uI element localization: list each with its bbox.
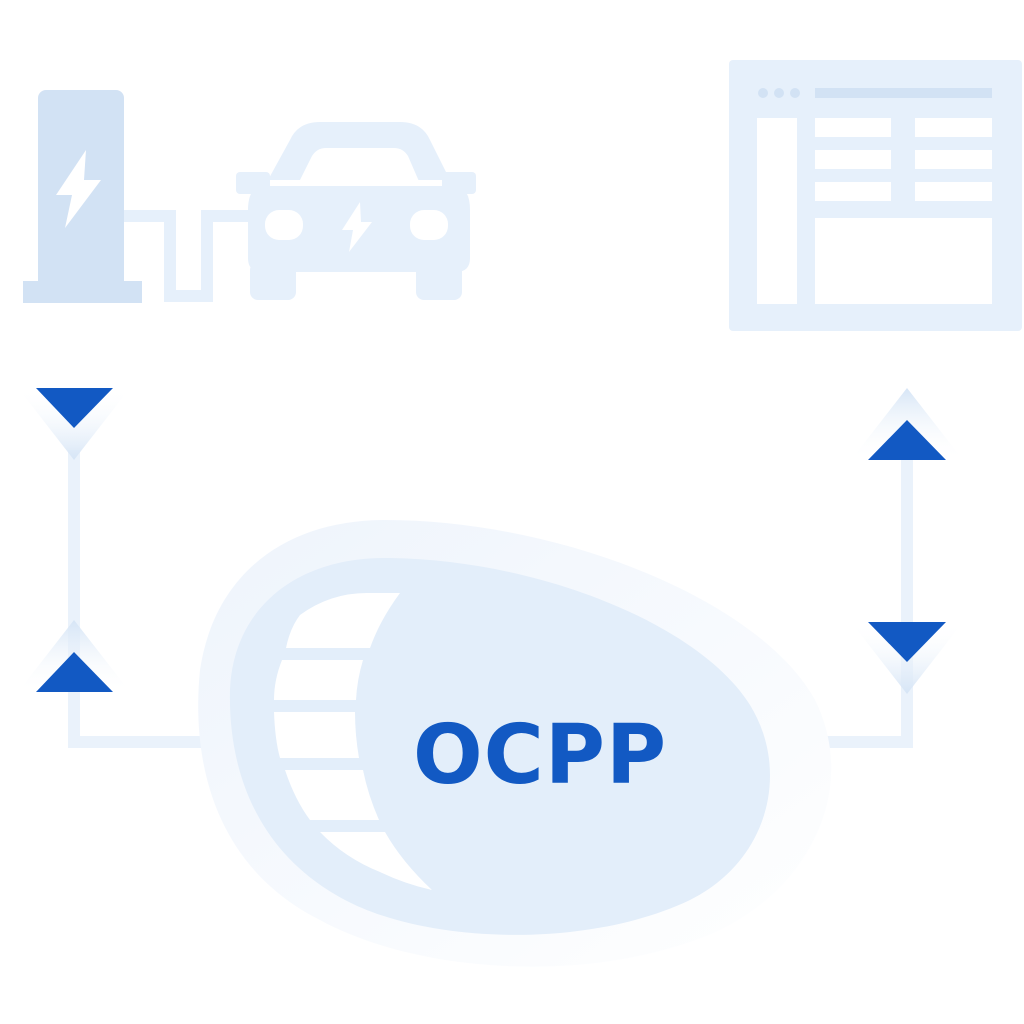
- right-arrow-down-icon: [851, 622, 963, 694]
- electric-car-icon: [236, 122, 476, 300]
- dashboard-sidebar: [757, 118, 797, 304]
- charging-cable: [124, 210, 255, 302]
- car-windshield: [297, 148, 421, 186]
- ocpp-logo: OCPP: [198, 520, 832, 967]
- car-bolt-icon: [342, 202, 372, 252]
- globe-segment: [285, 770, 379, 820]
- dashboard-address-bar: [815, 88, 992, 98]
- window-dot: [758, 88, 768, 98]
- dashboard-main-panel: [815, 218, 992, 304]
- window-dot: [774, 88, 784, 98]
- arrow-up-icon: [868, 420, 946, 460]
- globe-segment: [274, 660, 363, 700]
- car-mirror-right: [442, 172, 476, 194]
- dashboard-cell: [915, 150, 992, 169]
- right-arrow-up-icon: [851, 388, 963, 460]
- charging-station-icon: [23, 90, 142, 303]
- dashboard-cell: [815, 182, 891, 201]
- globe-segment: [274, 712, 359, 758]
- charger-base: [23, 281, 142, 303]
- charger-bolt-icon: [56, 150, 101, 228]
- dashboard-cell: [815, 118, 891, 137]
- left-connector-line: [68, 450, 210, 748]
- car-headlight-left: [265, 210, 303, 240]
- arrow-down-icon: [36, 388, 113, 428]
- globe-segment: [286, 593, 400, 648]
- logo-globe-icon: [274, 593, 432, 890]
- connector-lines: [68, 450, 913, 748]
- arrow-down-icon: [868, 622, 946, 662]
- management-dashboard-icon: [729, 60, 1022, 331]
- dashboard-cell: [915, 182, 992, 201]
- left-arrow-up-icon: [18, 620, 130, 692]
- globe-segment: [320, 832, 432, 890]
- logo-text: OCPP: [413, 708, 667, 803]
- car-mirror-left: [236, 172, 270, 194]
- left-arrow-down-icon: [18, 388, 130, 460]
- right-connector-line: [815, 455, 913, 748]
- window-dot: [790, 88, 800, 98]
- dashboard-cell: [915, 118, 992, 137]
- car-wheel-right: [416, 262, 462, 300]
- car-headlight-right: [410, 210, 448, 240]
- dashboard-cell: [815, 150, 891, 169]
- car-wheel-left: [250, 262, 296, 300]
- arrow-up-icon: [36, 652, 113, 692]
